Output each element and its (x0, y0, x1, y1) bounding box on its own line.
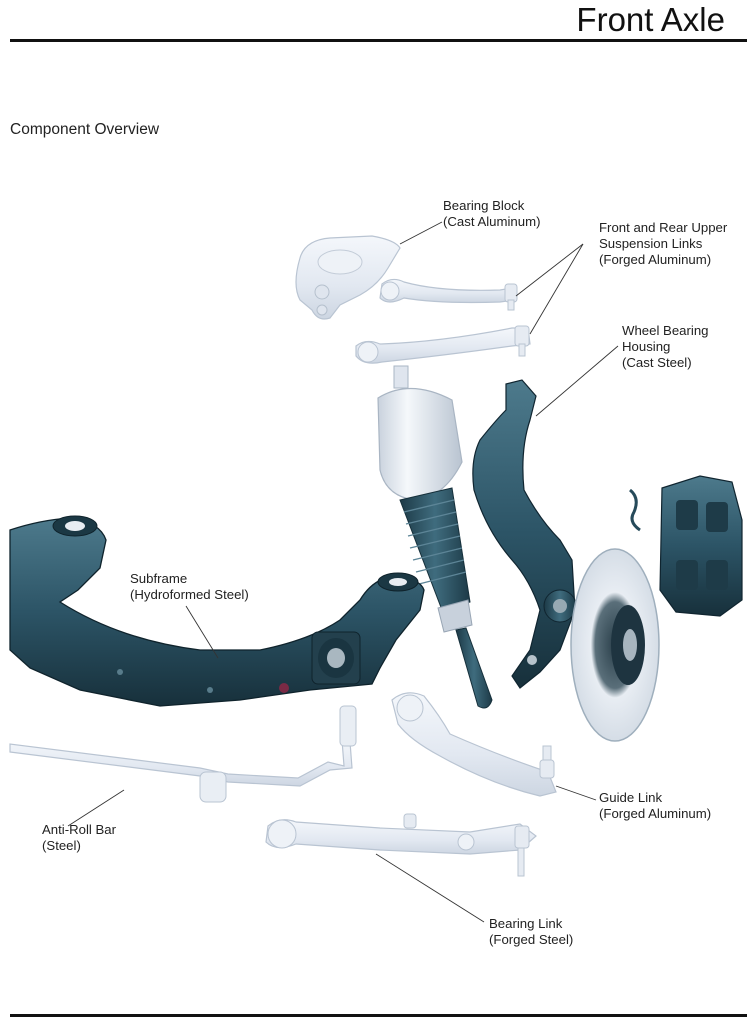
label-anti-roll-bar-line2: (Steel) (42, 838, 81, 853)
label-subframe: Subframe (Hydroformed Steel) (130, 571, 249, 603)
wheel-bearing-housing-part (472, 379, 577, 689)
label-upper-links-line2: Suspension Links (599, 236, 703, 251)
leader-subframe (185, 605, 219, 659)
air-spring-strut-part (377, 365, 493, 709)
bearing-link-part (265, 813, 537, 877)
upper-link-front-part (379, 278, 518, 311)
bearing-block-part (295, 235, 401, 320)
label-guide-link-line2: (Forged Aluminum) (599, 806, 712, 821)
guide-link-part (391, 692, 557, 797)
label-subframe-line2: (Hydroformed Steel) (130, 587, 249, 602)
label-bearing-block-line1: Bearing Block (443, 198, 525, 213)
section-title: Component Overview (10, 121, 160, 138)
leader-bearing-link (375, 853, 485, 923)
label-wheel-bearing-housing: Wheel Bearing Housing (Cast Steel) (622, 323, 709, 371)
label-wheel-bearing-housing-line2: Housing (622, 339, 671, 354)
label-upper-links-line3: (Forged Aluminum) (599, 252, 712, 267)
label-bearing-link-line2: (Forged Steel) (489, 932, 574, 947)
label-wheel-bearing-housing-line1: Wheel Bearing (622, 323, 709, 338)
leader-guide-link (555, 785, 597, 801)
label-upper-links: Front and Rear Upper Suspension Links (F… (599, 220, 727, 268)
leader-upper-link-front (515, 243, 584, 297)
leader-bearing-block (399, 221, 443, 245)
upper-link-rear-part (355, 325, 531, 364)
brake-caliper-part (628, 475, 743, 617)
leader-lines (67, 221, 619, 923)
label-bearing-block: Bearing Block (Cast Aluminum) (443, 198, 540, 230)
subframe-part (9, 515, 425, 707)
footer-rule (10, 1014, 747, 1017)
leader-anti-roll-bar (67, 789, 125, 827)
label-anti-roll-bar-line1: Anti-Roll Bar (42, 822, 117, 837)
label-upper-links-line1: Front and Rear Upper (599, 220, 728, 235)
leader-wheel-bearing-housing (535, 345, 619, 417)
label-bearing-link: Bearing Link (Forged Steel) (489, 916, 573, 948)
brake-disc-part (570, 548, 660, 742)
page-title: Front Axle (576, 1, 725, 38)
label-bearing-link-line1: Bearing Link (489, 916, 563, 931)
label-guide-link: Guide Link (Forged Aluminum) (599, 790, 711, 822)
label-subframe-line1: Subframe (130, 571, 188, 586)
leader-upper-link-rear (529, 243, 584, 335)
label-anti-roll-bar: Anti-Roll Bar (Steel) (42, 822, 116, 854)
label-bearing-block-line2: (Cast Aluminum) (443, 214, 541, 229)
label-wheel-bearing-housing-line3: (Cast Steel) (622, 355, 692, 370)
header-rule (10, 39, 747, 42)
label-guide-link-line1: Guide Link (599, 790, 663, 805)
anti-roll-bar-part (9, 705, 357, 803)
